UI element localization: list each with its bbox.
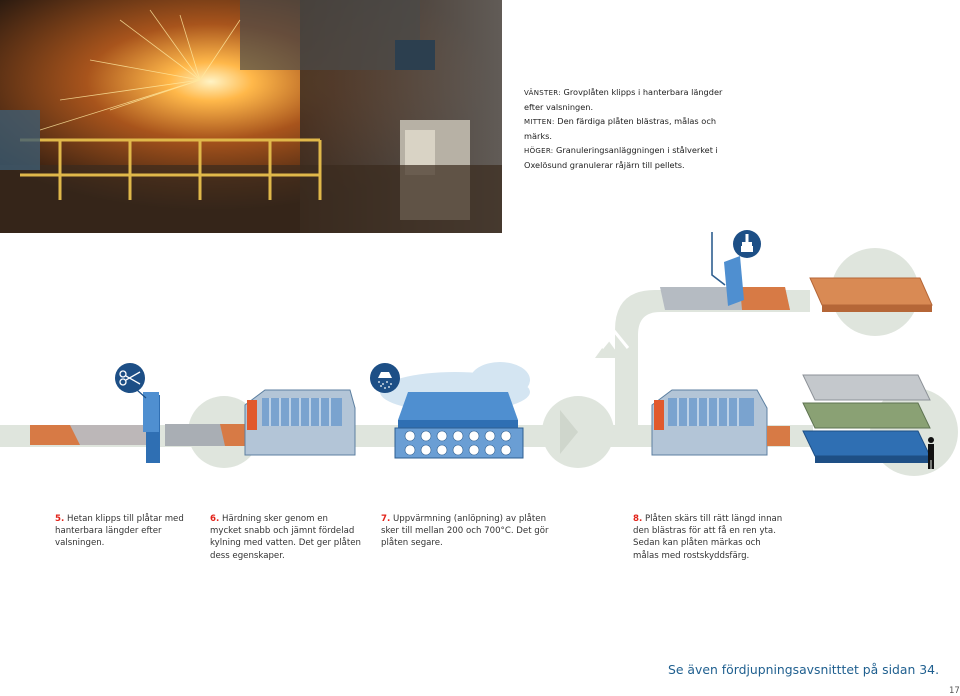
step-6-number: 6. (210, 514, 220, 524)
caption-left-label: VÄNSTER: (524, 89, 561, 97)
step-7-number: 7. (381, 514, 391, 524)
caption-mid-text: Den färdiga plåten blästras, målas och m… (524, 116, 717, 141)
caption-right-text: Granuleringsanläggningen i stålverket i … (524, 145, 718, 170)
step-8-number: 8. (633, 514, 643, 524)
steel-mill-photo (0, 0, 502, 233)
page-number: 17 (949, 686, 960, 696)
caption-right-label: HÖGER: (524, 147, 554, 156)
photo-caption: VÄNSTER: Grovplåten klipps i hanterbara … (524, 86, 734, 174)
scissors-icon (115, 363, 147, 399)
step-5-description: Hetan klipps till plåtar med hanterbara … (55, 514, 184, 549)
step-7-text: 7. Uppvärmning (anlöpning) av plåten ske… (381, 513, 551, 550)
process-diagram (0, 230, 960, 500)
step-6-text: 6. Härdning sker genom en mycket snabb o… (210, 513, 362, 562)
caption-mid-label: MITTEN: (524, 118, 555, 127)
step8-plate-stacks (802, 374, 931, 463)
person-icon (928, 437, 934, 469)
step-6-description: Härdning sker genom en mycket snabb och … (210, 514, 361, 561)
reference-link[interactable]: Se även fördjupningsavsnitttet på sidan … (668, 662, 940, 677)
step8-paint-line (660, 232, 933, 312)
step-7-description: Uppvärmning (anlöpning) av plåten sker t… (381, 514, 549, 549)
step6-furnace (244, 389, 356, 456)
step7-furnace (651, 389, 790, 456)
step-5-number: 5. (55, 514, 65, 524)
caption-left-text: Grovplåten klipps i hanterbara längder e… (524, 87, 723, 112)
step-8-description: Plåten skärs till rätt längd innan den b… (633, 514, 783, 561)
shower-icon (370, 363, 400, 393)
step6-quench-unit (394, 392, 524, 459)
paint-brush-icon (733, 230, 761, 258)
step-5-text: 5. Hetan klipps till plåtar med hanterba… (55, 513, 195, 550)
step-8-text: 8. Plåten skärs till rätt längd innan de… (633, 513, 783, 562)
